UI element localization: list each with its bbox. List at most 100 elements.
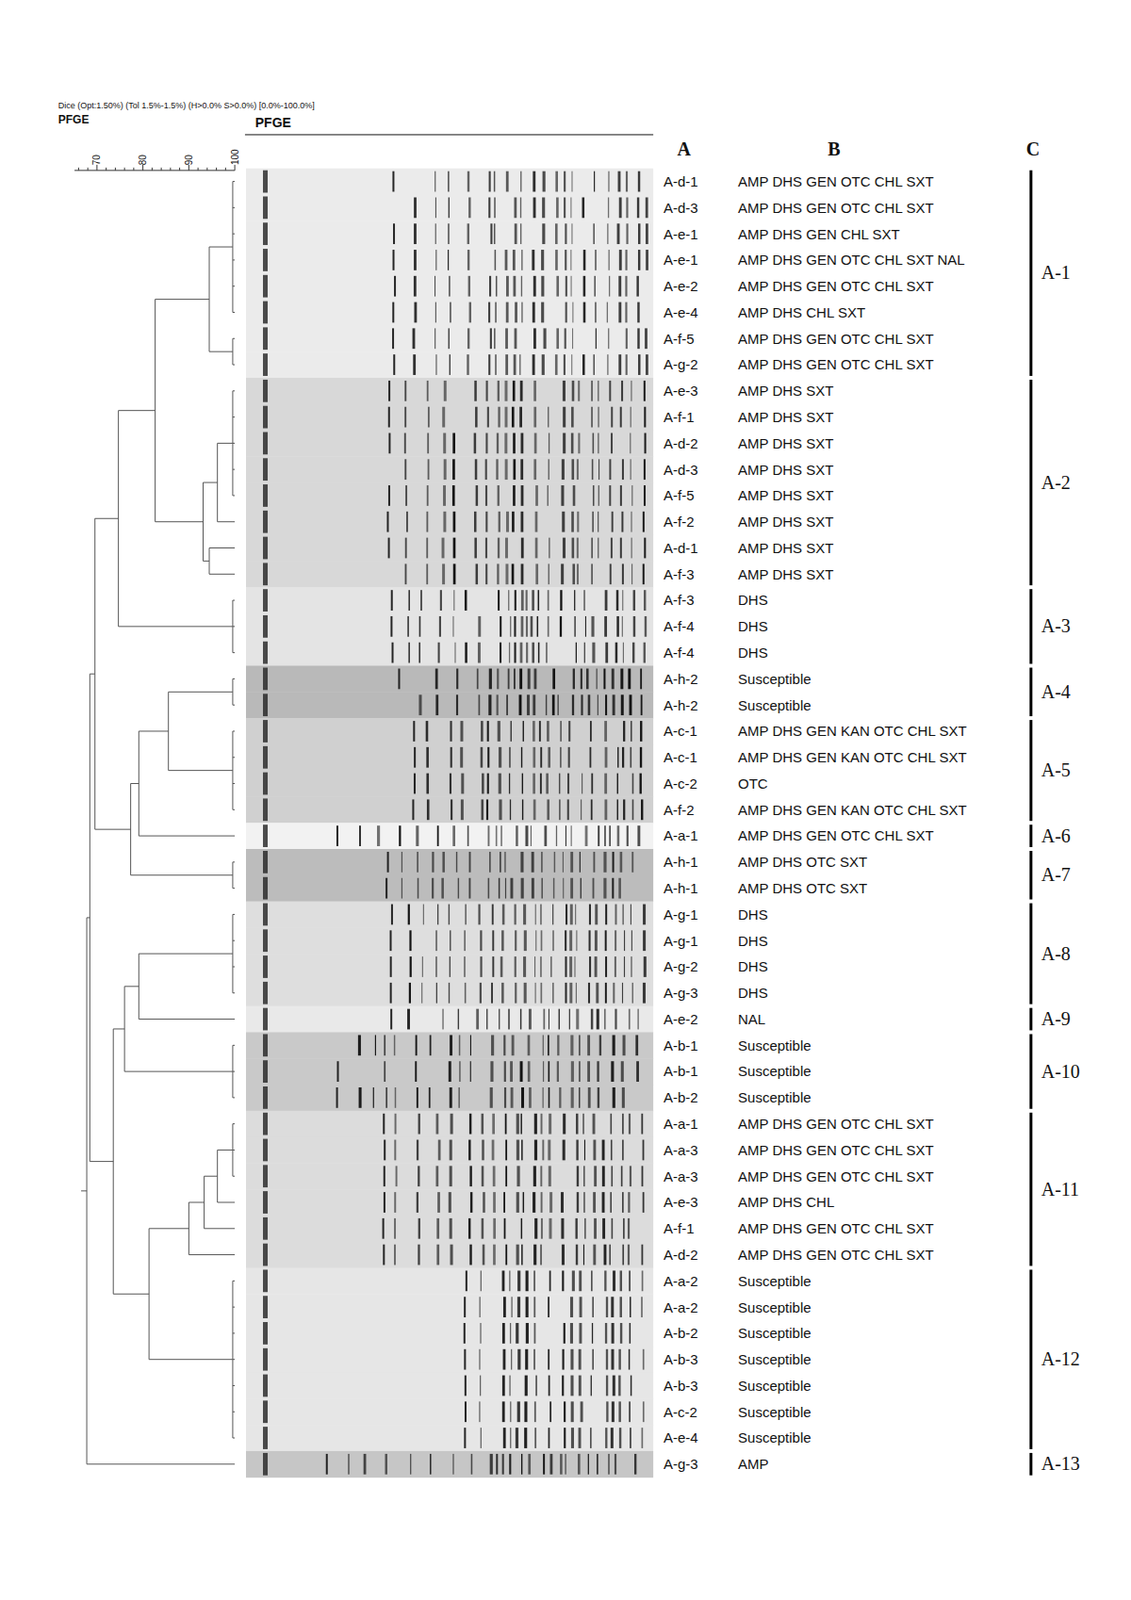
gel-band <box>583 276 587 297</box>
gel-band <box>542 1087 544 1109</box>
resistance-profile: Susceptible <box>737 1273 812 1290</box>
gel-band <box>586 669 590 690</box>
gel-band <box>393 223 395 245</box>
gel-band <box>509 1061 513 1082</box>
gel-band <box>589 930 591 951</box>
dendrogram-branch <box>232 1071 235 1073</box>
gel-band <box>592 1140 596 1162</box>
gel-band <box>606 1349 608 1371</box>
gel-band <box>464 904 467 926</box>
gel-band <box>479 956 482 978</box>
well-mark <box>262 1086 268 1110</box>
gel-band <box>579 852 581 873</box>
resistance-profile: Susceptible <box>737 1351 812 1368</box>
dendrogram-branch <box>95 829 132 831</box>
dendrogram-branch <box>232 207 235 209</box>
gel-band <box>537 616 540 638</box>
gel-band <box>442 538 445 559</box>
lane-ground <box>245 1137 654 1164</box>
gel-band <box>534 1427 537 1449</box>
gel-band <box>407 616 409 638</box>
gel-band <box>608 1245 611 1266</box>
lane-ground <box>245 718 654 745</box>
gel-band <box>534 956 536 978</box>
gel-band <box>591 1349 593 1371</box>
gel-band <box>408 590 410 611</box>
resistance-profile: Susceptible <box>737 1299 812 1316</box>
strain-label: A-a-2 <box>663 1299 699 1316</box>
gel-band <box>620 407 623 428</box>
gel-band <box>592 485 595 507</box>
gel-band <box>496 433 499 455</box>
lane-ground <box>245 1320 654 1347</box>
gel-band <box>382 1218 385 1240</box>
lane-ground <box>245 1242 654 1269</box>
gel-band <box>620 1323 623 1345</box>
scale-tick <box>78 167 80 171</box>
gel-band <box>570 1376 574 1397</box>
strain-label: A-g-1 <box>663 933 699 950</box>
gel-band <box>619 1427 622 1449</box>
gel-band <box>397 669 400 690</box>
resistance-profile: DHS <box>737 933 769 950</box>
dendrogram-branch <box>209 573 235 575</box>
dendrogram-branch <box>232 678 235 680</box>
gel-band <box>506 276 509 297</box>
gel-band <box>607 1454 609 1476</box>
gel-band <box>479 1323 481 1345</box>
gel-band <box>622 616 623 638</box>
gel-band <box>562 878 564 900</box>
gel-band <box>498 1009 500 1031</box>
gel-band <box>448 1061 452 1082</box>
gel-band <box>512 249 516 271</box>
gel-band <box>336 825 339 847</box>
gel-band <box>393 1034 395 1056</box>
gel-band <box>524 825 528 847</box>
gel-lane <box>245 666 654 693</box>
dendrogram-branch <box>204 1228 235 1230</box>
gel-band <box>569 1009 571 1031</box>
gel-band <box>435 196 437 218</box>
gel-band <box>408 904 410 926</box>
gel-lane <box>245 1346 654 1374</box>
gel-band <box>570 878 574 900</box>
strain-label: A-c-1 <box>663 749 698 766</box>
gel-lane <box>245 560 654 588</box>
gel-band <box>606 354 608 376</box>
gel-band <box>547 407 549 428</box>
gel-band <box>541 196 545 218</box>
gel-band <box>452 458 456 480</box>
gel-band <box>540 1192 543 1213</box>
gel-band <box>405 563 408 585</box>
dendrogram-branch <box>204 1176 218 1178</box>
gel-band <box>501 930 505 951</box>
gel-band <box>513 616 516 638</box>
gel-band <box>463 930 466 951</box>
gel-band <box>514 223 518 245</box>
gel-band <box>514 956 517 978</box>
gel-band <box>426 799 430 820</box>
strain-label: A-d-3 <box>663 461 699 478</box>
strain-label: A-h-2 <box>663 671 699 688</box>
gel-band <box>593 1218 597 1240</box>
gel-band <box>631 563 633 585</box>
gel-lane <box>245 744 654 771</box>
gel-band <box>508 773 510 795</box>
gel-lane <box>245 1294 654 1321</box>
gel-lane <box>245 691 654 719</box>
gel-band <box>532 721 536 742</box>
strain-label: A-b-2 <box>663 1325 699 1342</box>
gel-band <box>597 380 599 402</box>
gel-band <box>580 669 583 690</box>
gel-band <box>439 616 442 638</box>
gel-band <box>555 171 558 193</box>
gel-band <box>625 171 628 193</box>
gel-band <box>541 354 545 376</box>
resistance-profile: AMP DHS GEN OTC CHL SXT <box>737 1168 935 1185</box>
gel-band <box>548 458 550 480</box>
lane-ground <box>245 587 654 614</box>
strain-label: A-f-2 <box>663 802 695 819</box>
gel-band <box>468 1218 471 1240</box>
cluster-bar <box>1029 379 1033 586</box>
gel-band <box>452 825 456 847</box>
